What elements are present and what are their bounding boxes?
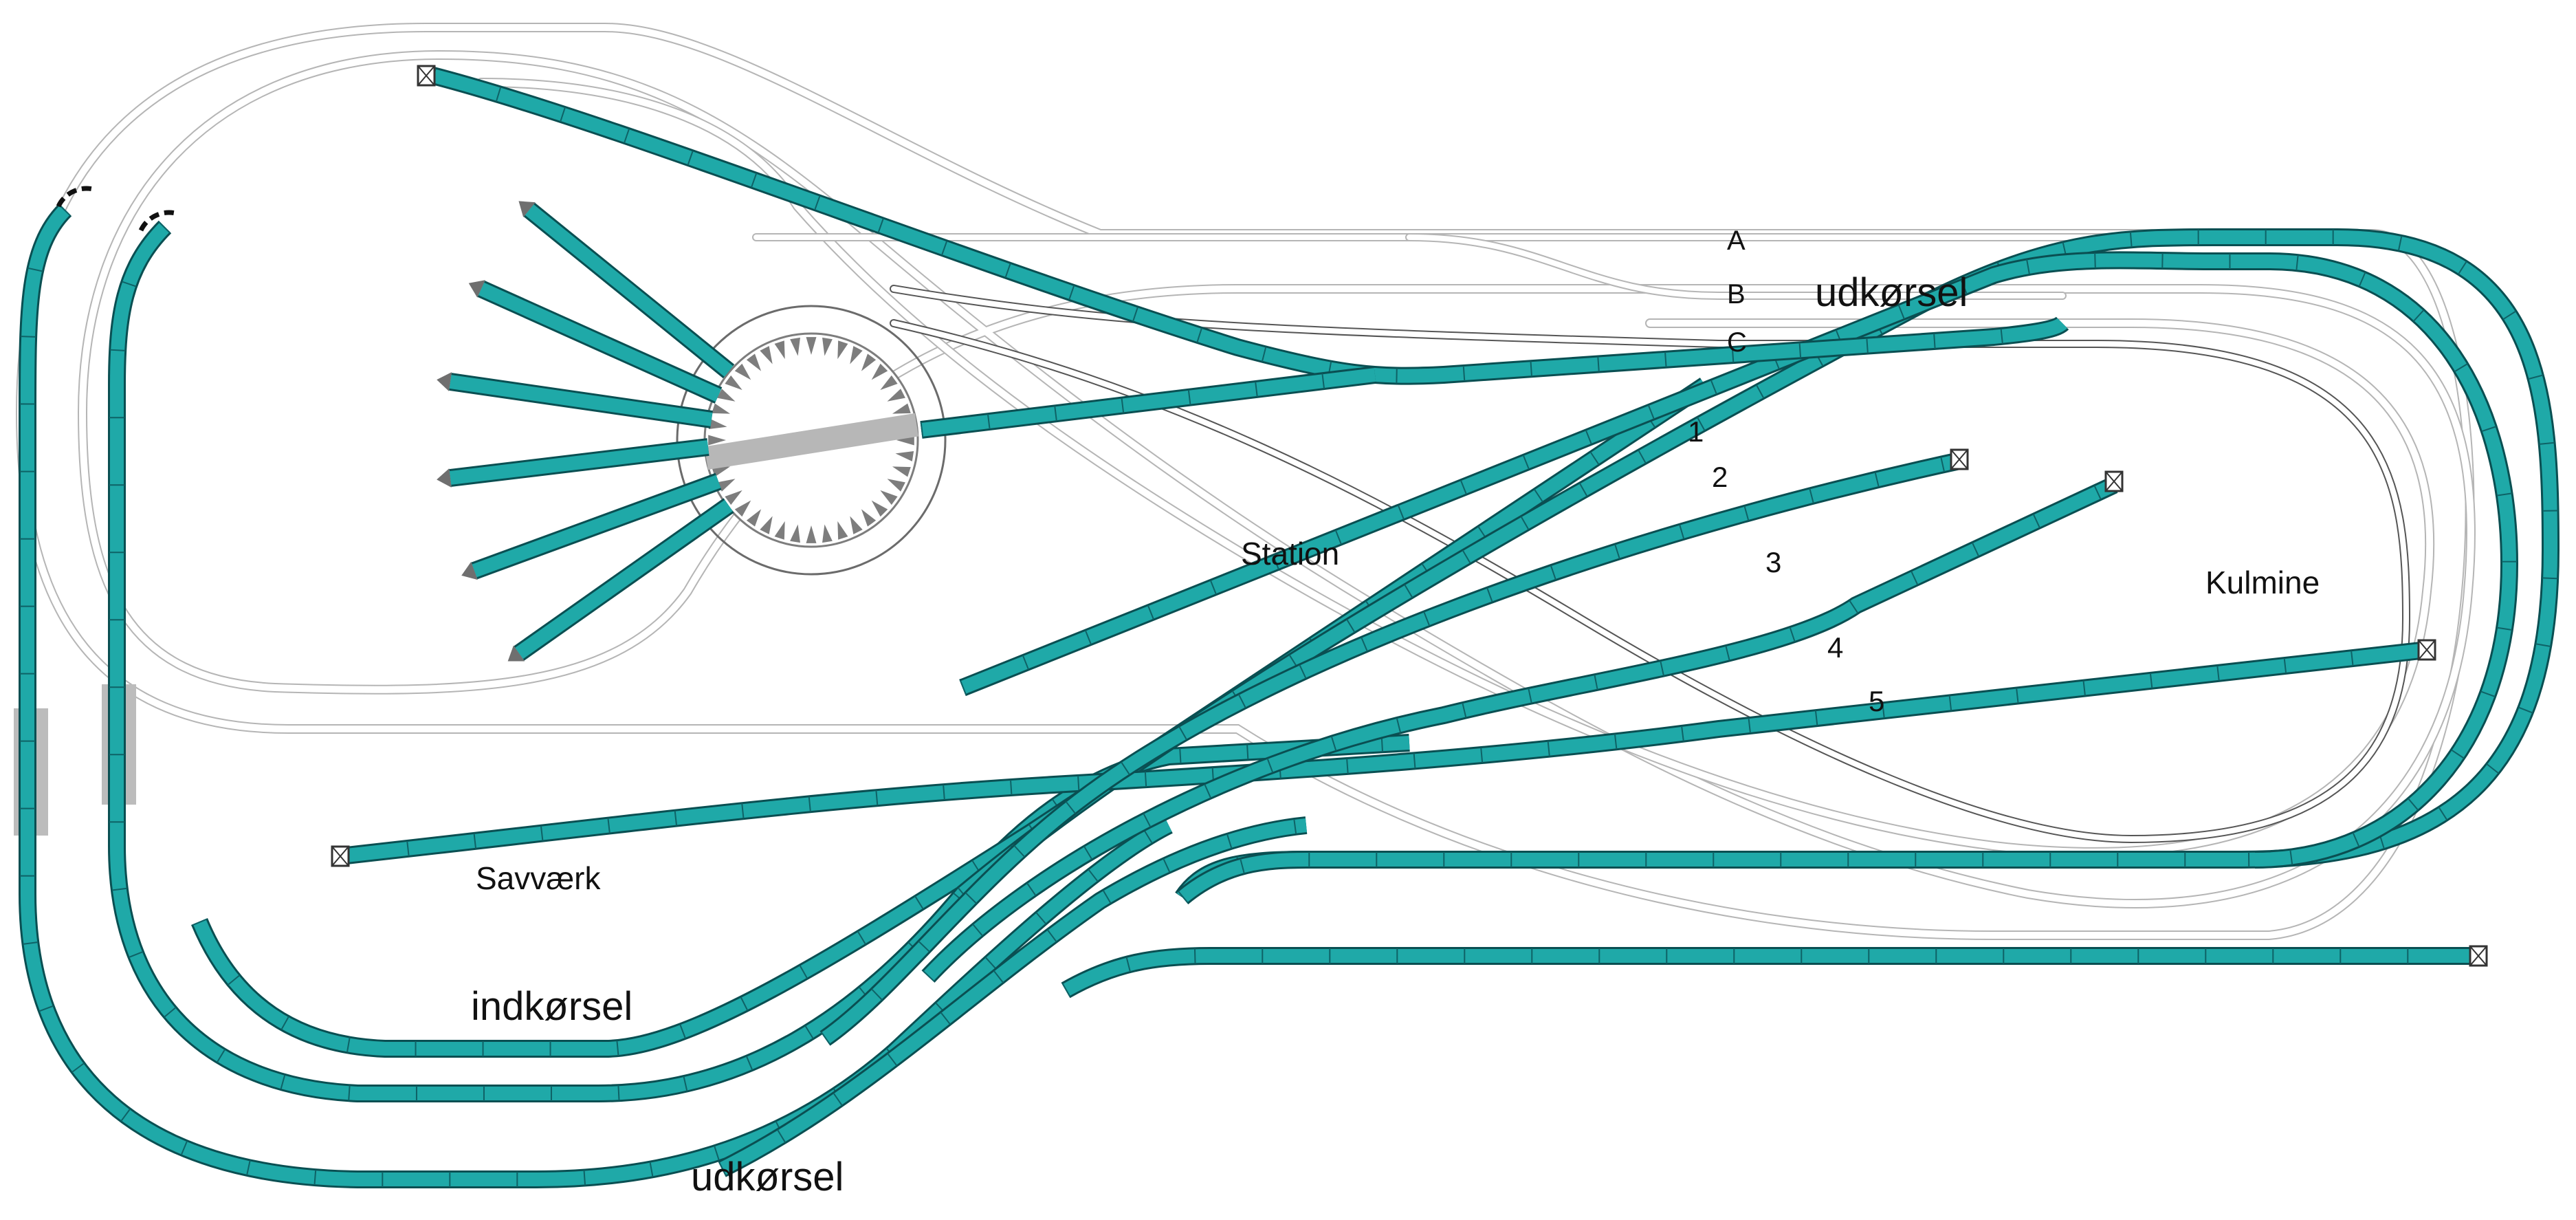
turntable-tooth <box>806 337 817 355</box>
turntable-tooth <box>880 375 898 391</box>
turntable-icon <box>703 332 919 548</box>
turntable-tooth <box>861 353 877 371</box>
turntable-tooth <box>892 466 911 477</box>
label-track-3: 3 <box>1765 546 1782 578</box>
turntable-tooth <box>871 363 888 380</box>
turntable-tooth <box>712 466 731 477</box>
buffer-stop-icon <box>1950 448 1969 470</box>
stub-arrow-icon <box>468 280 485 298</box>
active-track-layer <box>19 67 2560 1188</box>
turntable-stub-4 <box>449 440 709 485</box>
track-4 <box>923 478 2117 981</box>
turntable-tooth <box>717 389 736 402</box>
stub-arrow-icon <box>461 561 478 580</box>
turntable-tooth <box>887 389 905 402</box>
turntable-stub-2 <box>478 282 722 402</box>
turntable-tooth <box>822 524 833 543</box>
turntable-tooth <box>746 353 762 371</box>
stub-arrow-icon <box>518 201 536 217</box>
label-udkorsel-top: udkørsel <box>1815 270 1968 315</box>
turntable-tooth <box>708 435 726 446</box>
hidden-track-layer <box>15 23 2476 940</box>
label-station: Station <box>1241 536 1340 571</box>
bottom-siding-2 <box>1062 949 2478 996</box>
stub-arrow-icon <box>437 468 452 488</box>
turntable-exit <box>920 368 1376 437</box>
main-right-loop <box>960 253 2517 867</box>
turntable-stub-6 <box>515 499 733 660</box>
label-savvaerk: Savværk <box>476 860 601 896</box>
turntable-stub-3 <box>449 375 713 426</box>
turntable-tooth <box>892 403 911 414</box>
buffer-stop-icon <box>417 65 436 87</box>
turntable-tooth <box>837 521 848 540</box>
turntable-tooth <box>790 337 800 356</box>
turntable-tooth <box>712 403 731 414</box>
turntable-tooth <box>861 509 877 527</box>
label-track-a: A <box>1727 226 1746 256</box>
turntable-tooth <box>774 521 785 540</box>
label-track-c: C <box>1727 327 1747 358</box>
turntable-tooth <box>708 419 727 429</box>
outer-left-loop <box>21 204 1172 1186</box>
turntable-tooth <box>822 337 833 356</box>
tunnel-portal-icon <box>56 186 176 232</box>
label-track-4: 4 <box>1827 631 1844 664</box>
turntable-tooth <box>895 451 914 461</box>
turntable-stubs <box>437 201 735 662</box>
turntable-bridge <box>704 413 919 470</box>
label-track-b: B <box>1727 279 1746 309</box>
indkorsel-track <box>192 379 1709 1056</box>
label-track-5: 5 <box>1869 685 1885 717</box>
turntable-outer-ring <box>676 305 947 576</box>
buffer-stop-icon <box>2104 470 2124 492</box>
label-track-1: 1 <box>1688 415 1704 448</box>
turntable-tooth <box>806 525 817 543</box>
upper-main-track <box>431 69 2068 383</box>
turntable-tooth <box>717 479 736 492</box>
savvaerk-siding <box>339 643 2428 863</box>
stub-arrow-icon <box>507 645 525 662</box>
turntable-tooth <box>746 509 762 527</box>
turntable-stub-5 <box>472 475 721 578</box>
turntable-tooth <box>734 500 751 517</box>
label-udkorsel-bottom: udkørsel <box>691 1155 844 1199</box>
turntable-tooth <box>887 479 905 492</box>
turntable-tooth <box>850 516 863 534</box>
label-track-2: 2 <box>1712 461 1728 493</box>
turntable-tooth <box>790 524 800 543</box>
turntable-tooth <box>837 340 848 360</box>
turntable-tooth <box>725 375 742 391</box>
turntable-tooth <box>760 516 773 534</box>
curve-udkorsel-lower <box>718 818 1307 1175</box>
turntable-tooth <box>725 490 742 505</box>
turntable-tooth <box>871 500 888 517</box>
label-kulmine: Kulmine <box>2205 565 2320 600</box>
track-3 <box>821 454 1961 1045</box>
turntable-tooth <box>734 363 751 380</box>
bottom-siding-1 <box>1178 853 2234 903</box>
turntable-stub-1 <box>525 204 734 377</box>
label-indkorsel: indkørsel <box>471 984 633 1029</box>
buffer-stop-icon <box>2469 945 2488 967</box>
turntable-tooth <box>880 490 898 505</box>
stub-arrow-icon <box>437 372 452 391</box>
buffer-stops <box>331 65 2488 967</box>
turntable-tooth <box>850 346 863 364</box>
buffer-stop-icon <box>331 845 350 867</box>
turntable-tooth <box>760 346 773 364</box>
buffer-stop-icon <box>2417 639 2436 661</box>
turntable-tooth <box>774 340 785 360</box>
